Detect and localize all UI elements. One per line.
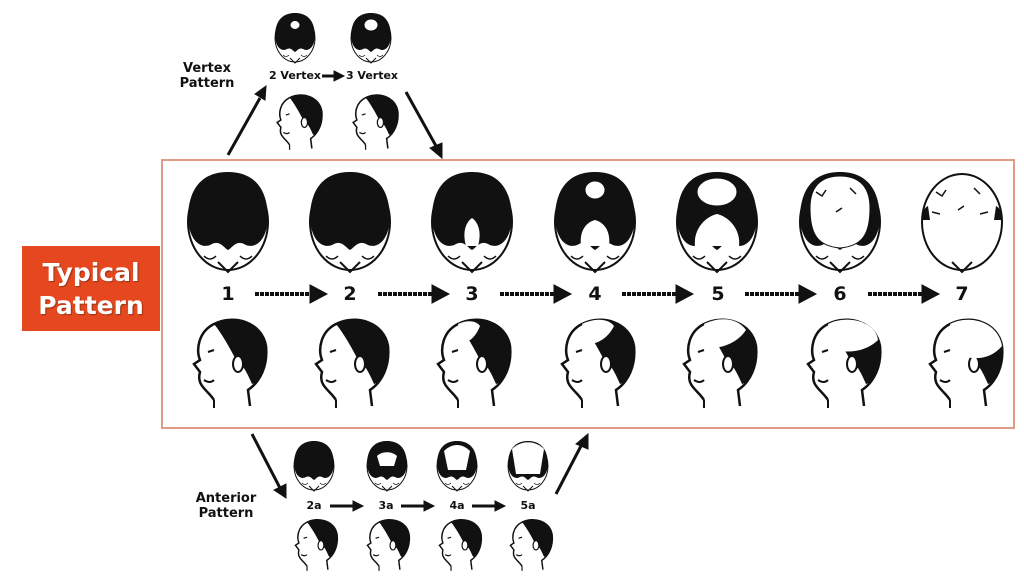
anterior-4a-top-head xyxy=(437,441,477,491)
anterior-stage-2a-label: 2a xyxy=(302,499,326,512)
stage-4-side-head xyxy=(562,320,634,408)
stage-number-3: 3 xyxy=(457,283,487,305)
stage-5-top-head xyxy=(677,172,757,272)
anterior-4a-side-head xyxy=(439,520,481,571)
stage-number-1: 1 xyxy=(213,283,243,305)
stage-6-top-head xyxy=(800,172,880,272)
stage-3-top-head xyxy=(432,172,512,272)
anterior-2a-side-head xyxy=(295,520,337,571)
stage-7-side-head xyxy=(930,320,1002,408)
arrow-1-2 xyxy=(255,285,327,303)
anterior-stage-3a-label: 3a xyxy=(374,499,398,512)
anterior-5a-side-head xyxy=(510,520,552,571)
vertex-2-side-head xyxy=(277,95,322,150)
stage-number-2: 2 xyxy=(335,283,365,305)
stage-6-side-head xyxy=(808,320,880,408)
stage-4-top-head xyxy=(555,172,635,272)
stage-7-top-head xyxy=(922,174,1002,272)
stage-number-7: 7 xyxy=(947,283,977,305)
vertex-3-side-head xyxy=(353,95,398,150)
vertex-branch-arrows xyxy=(228,86,442,158)
anterior-3a-top-head xyxy=(367,441,407,491)
arrow-5-6 xyxy=(745,285,816,303)
stage-number-5: 5 xyxy=(703,283,733,305)
arrow-4-5 xyxy=(622,285,693,303)
stage-2-top-head xyxy=(310,172,390,272)
stage-number-6: 6 xyxy=(825,283,855,305)
anterior-stage-5a-label: 5a xyxy=(516,499,540,512)
vertex-inner-arrow xyxy=(322,71,344,81)
vertex-stage-2-label: 2 Vertex xyxy=(268,69,322,82)
arrow-2-3 xyxy=(378,285,449,303)
vertex-2-top-head xyxy=(275,13,315,63)
anterior-5a-top-head xyxy=(508,441,548,491)
anterior-stage-4a-label: 4a xyxy=(445,499,469,512)
stage-5-side-head xyxy=(684,319,756,408)
stage-1-top-head xyxy=(188,172,268,272)
stage-3-side-head xyxy=(438,320,510,408)
anterior-inner-arrows xyxy=(330,501,505,511)
stage-1-side-head xyxy=(194,320,266,408)
arrow-6-7 xyxy=(868,285,939,303)
vertex-3-top-head xyxy=(351,13,391,63)
stage-number-4: 4 xyxy=(580,283,610,305)
vertex-stage-3-label: 3 Vertex xyxy=(345,69,399,82)
stage-2-side-head xyxy=(316,320,388,408)
arrow-3-4 xyxy=(500,285,571,303)
anterior-2a-top-head xyxy=(294,441,334,491)
anterior-3a-side-head xyxy=(367,520,409,571)
